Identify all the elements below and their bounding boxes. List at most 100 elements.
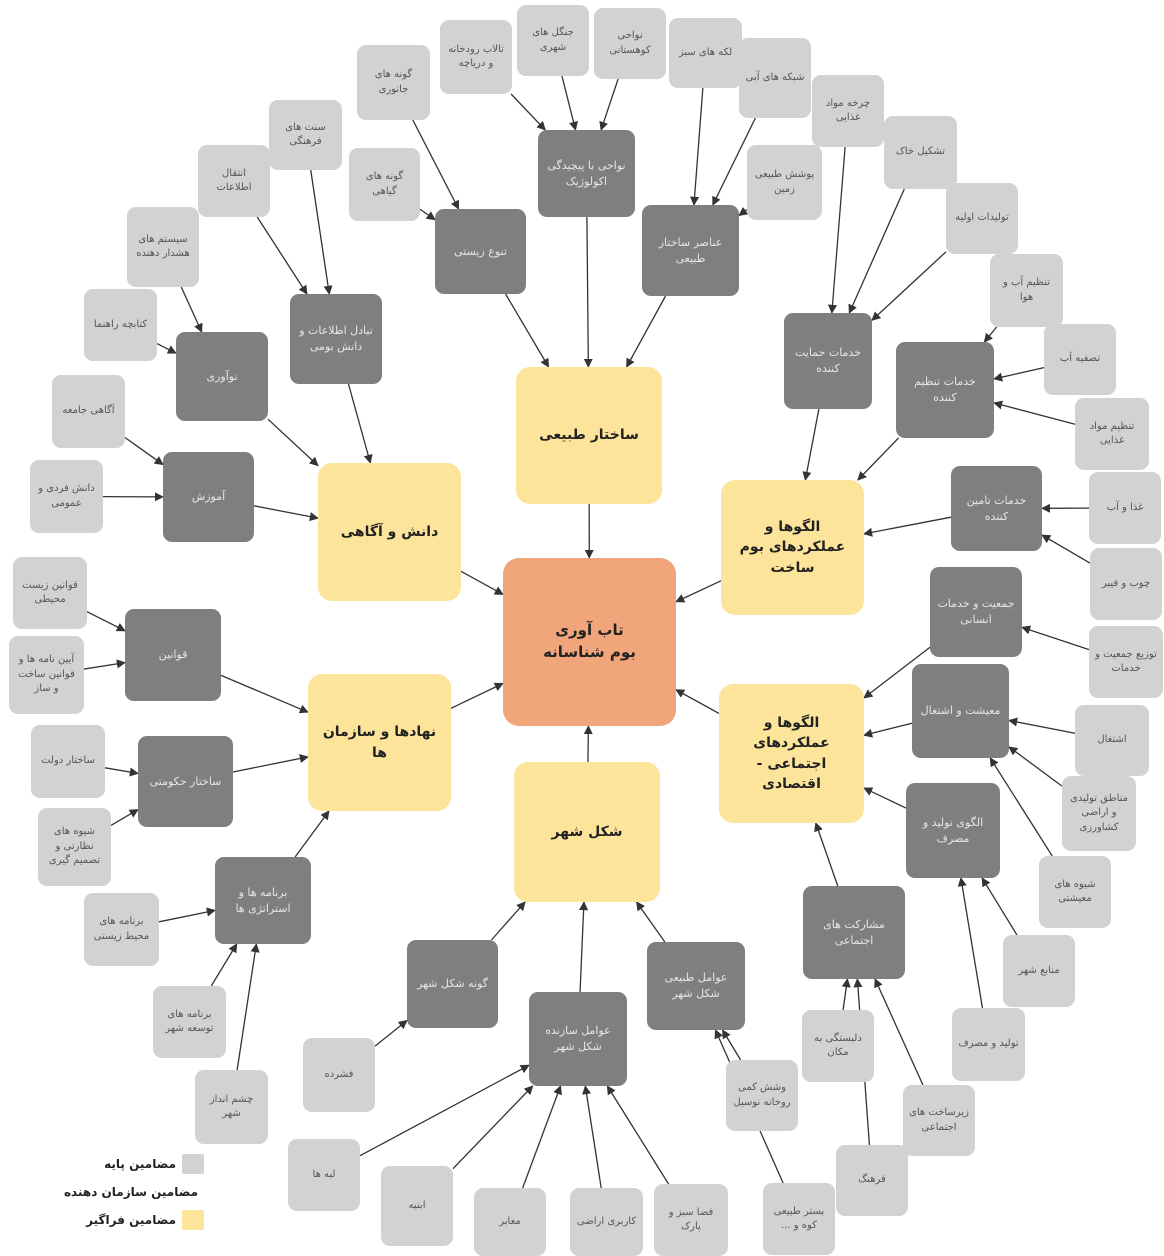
arrow-b_envprog-to-o_prog [158,907,216,923]
core-line-1: تاب آوری [555,621,624,640]
arrow-b_plant-to-o_biodiv [419,208,436,221]
arrow-b_construction-to-o_laws [83,659,126,670]
organizing-theme-support-services: خدمات حمایت کننده [784,313,872,409]
global-theme-ecological-patterns: الگوها و عملکردهای بوم ساخت [721,480,864,615]
global-theme-knowledge: دانش و آگاهی [318,463,461,601]
arrow-b_buildings-to-o_formfactors [452,1085,534,1170]
basic-theme-water-air-regulation: تنظیم آب و هوا [990,254,1063,327]
arrow-b_livepat-to-o_livelihood [989,757,1053,857]
basic-theme-natural-land-cover: پوشش طبیعی زمین [747,145,822,220]
arrow-b_nutrient-to-o_regul [993,400,1076,425]
legend-swatch-global [182,1210,204,1230]
arrow-b_socinfra-to-o_partic [874,978,924,1086]
basic-theme-employment: اشتغال [1075,705,1149,776]
arrow-b_envlaws-to-o_laws [86,611,126,632]
legend-swatch-base [182,1154,204,1174]
organizing-theme-biodiversity: تنوع زیستی [435,209,526,294]
basic-theme-culture: فرهنگ [836,1145,908,1216]
organizing-theme-education: آموزش [163,452,254,542]
arrow-b_parks-to-o_formfactors [606,1085,670,1185]
basic-theme-agricultural-land: مناطق تولیدی و اراضی کشاورزی [1062,776,1136,851]
arrow-b_prodcons-to-o_prodpat [957,877,984,1009]
basic-theme-soil-formation: تشکیل خاک [884,116,957,189]
arrow-b_edges-to-o_formfactors [359,1064,530,1157]
basic-theme-guidelines: کتابچه راهنما [84,289,157,361]
arrow-b_employ-to-o_livelihood [1008,717,1076,734]
basic-theme-urban-edges: لبه ها [288,1139,360,1211]
arrow-b_waterair-to-o_regul [983,326,998,343]
organizing-theme-provisioning-services: خدمات تامین کننده [951,466,1042,551]
basic-theme-plant-species: گونه های گیاهی [349,148,420,221]
basic-theme-passages: معابر [474,1188,546,1256]
core-theme-ecological-resilience: تاب آوری بوم شناسانه [503,558,676,726]
basic-theme-population-distribution: توزیع جمعیت و خدمات [1089,626,1163,698]
basic-theme-urban-forests: جنگل های شهری [517,5,589,76]
basic-theme-primary-production: تولیدات اولیه [946,183,1018,254]
global-theme-institutions: نهادها و سازمان ها [308,674,451,811]
arrow-o_natelem-to-m_natural [626,295,667,368]
basic-theme-warning-systems: سیستم های هشدار دهنده [127,207,199,287]
basic-theme-production-consumption: تولید و مصرف [952,1008,1025,1081]
arrow-b_foodcycle-to-o_support [827,146,846,314]
organizing-theme-social-participation: مشارکت های اجتماعی [803,886,905,979]
organizing-theme-programs-strategies: برنامه ها و استراتژی ها [215,857,311,944]
basic-theme-food-water: غذا و آب [1089,472,1161,544]
global-theme-natural-structure: ساختار طبیعی [516,367,662,504]
basic-theme-environmental-laws: قوانین زیست محیطی [13,557,87,629]
arrow-b_infotransfer-to-o_infoex [256,216,308,295]
global-theme-urban-form: شکل شهر [514,762,660,902]
arrow-b_warning-to-o_innov [180,286,203,333]
arrow-o_natfactors-to-m_urbanform [636,901,666,943]
organizing-theme-form-factors: عوامل سازنده شکل شهر [529,992,627,1086]
basic-theme-green-patches: لکه های سبز [669,18,742,88]
arrow-o_prodpat-to-m_socio [863,787,907,809]
organizing-theme-ecosystem-diversity: نواحی با پیچیدگی اکولوژیک [538,130,635,217]
arrow-b_density-to-o_formtype [374,1019,408,1047]
legend-label-organizing: مضامین سازمان دهنده [63,1185,198,1199]
arrow-b_forests-to-o_ecodiv [561,75,578,131]
organizing-theme-production-pattern: الگوی تولید و مصرف [906,783,1000,878]
arrow-b_govstruct-to-o_gov [104,767,139,777]
legend: مضامین پایه مضامین سازمان دهنده مضامین ف… [64,1150,204,1234]
arrow-b_animal-to-o_biodiv [412,119,460,210]
arrow-o_formfactors-to-m_urbanform [579,901,589,993]
basic-theme-buildings: ابنیه [381,1166,453,1246]
arrow-o_ecodiv-to-m_natural [583,216,593,368]
basic-theme-animal-species: گونه های جانوری [357,45,430,120]
basic-theme-cultural-traditions: سنت های فرهنگی [269,100,342,170]
arrow-b_place-to-o_partic [841,978,851,1011]
basic-theme-natural-bed: بستر طبیعی کوه و ... [763,1183,835,1255]
arrow-b_agri-to-o_livelihood [1008,746,1063,787]
arrow-o_formtype-to-m_urbanform [490,901,526,941]
basic-theme-information-transfer: انتقال اطلاعات [198,145,270,217]
arrow-o_support-to-m_ecological [802,408,820,481]
arrow-o_infoex-to-m_knowledge [347,383,373,464]
arrow-b_devprog-to-o_prog [210,943,238,987]
basic-theme-density: فشرده [303,1038,375,1112]
core-line-2: بوم شناسانه [543,643,636,661]
arrow-b_bluenet-to-o_natelem [712,117,756,206]
organizing-theme-laws: قوانین [125,609,221,701]
legend-row-base: مضامین پایه [84,1150,204,1178]
arrow-b_popdist-to-o_pop [1021,625,1090,651]
basic-theme-land-use: کاربری اراضی [570,1188,643,1256]
arrow-b_landuse-to-o_formfactors [582,1085,602,1189]
organizing-theme-natural-elements: عناصر ساختار طبیعی [642,205,739,296]
organizing-theme-governance: ساختار حکومتی [138,736,233,827]
arrow-o_laws-to-m_institutions [220,674,309,714]
arrow-m_socio-to-core [675,689,720,715]
arrow-o_innov-to-m_knowledge [267,418,319,467]
basic-theme-riverside-vegetation: وشش کمی روخانه نوسیل [726,1060,798,1131]
arrow-b_primary-to-o_support [871,251,947,321]
basic-theme-general-awareness: آگاهی جامعه [52,375,125,448]
arrow-o_provis-to-m_ecological [863,516,952,537]
legend-label-global: مضامین فراگیر [86,1213,176,1227]
basic-theme-nutrient-regulation: تنظیم مواد غذایی [1075,398,1149,470]
organizing-theme-innovation: نوآوری [176,332,268,421]
basic-theme-wood-fiber: چوب و فیبر [1090,548,1162,620]
organizing-theme-livelihood: معیشت و اشتغال [912,664,1009,758]
basic-theme-public-knowledge: دانش فردی و عمومی [30,460,103,533]
global-theme-socio-economic: الگوها و عملکردهای اجتماعی - اقتصادی [719,684,864,823]
basic-theme-livelihood-patterns: شیوه های معیشتی [1039,856,1111,928]
